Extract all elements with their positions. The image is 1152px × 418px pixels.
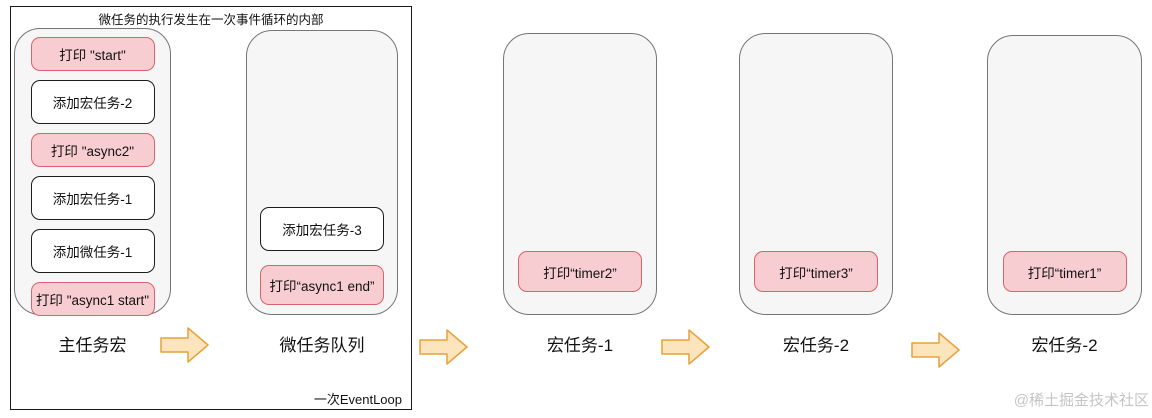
flow-arrow-icon: [911, 332, 960, 368]
task-box: 添加宏任务-3: [260, 207, 384, 251]
task-box: 添加宏任务-1: [30, 176, 155, 220]
task-box: 打印 "start": [30, 37, 155, 71]
diagram-title: 微任务的执行发生在一次事件循环的内部: [98, 13, 324, 27]
task-box: 打印“async1 end”: [260, 265, 384, 305]
watermark: @稀土掘金技术社区: [1013, 392, 1149, 409]
stage-label-main-macro: 主任务宏: [58, 336, 127, 355]
event-loop-note: 一次EventLoop: [313, 392, 402, 407]
task-box: 添加微任务-1: [30, 229, 155, 273]
task-box: 打印“timer1”: [1002, 251, 1127, 292]
stage-macro-task-1: 打印“timer2”: [503, 33, 657, 315]
task-box: 打印“timer3”: [754, 251, 878, 292]
task-box: 打印 "async2": [30, 133, 155, 167]
task-box: 打印 "async1 start": [30, 282, 155, 316]
task-box: 打印“timer2”: [518, 251, 642, 292]
stage-macro-task-2: 打印“timer3”: [739, 33, 893, 315]
stage-label-microtask-queue: 微任务队列: [279, 336, 365, 355]
flow-arrow-icon: [661, 329, 710, 365]
stage-label-macro-2: 宏任务-2: [782, 336, 850, 355]
stage-label-macro-1: 宏任务-1: [546, 336, 614, 355]
flow-arrow-icon: [419, 329, 468, 365]
stage-label-macro-3: 宏任务-2: [1031, 336, 1098, 355]
task-box: 添加宏任务-2: [30, 80, 155, 124]
stage-macro-task-3: 打印“timer1”: [987, 35, 1142, 315]
stage-microtask-queue: 添加宏任务-3 打印“async1 end”: [246, 30, 398, 315]
flow-arrow-icon: [160, 327, 209, 363]
stage-main-macro-task: 打印 "start" 添加宏任务-2 打印 "async2" 添加宏任务-1 添…: [14, 28, 171, 316]
